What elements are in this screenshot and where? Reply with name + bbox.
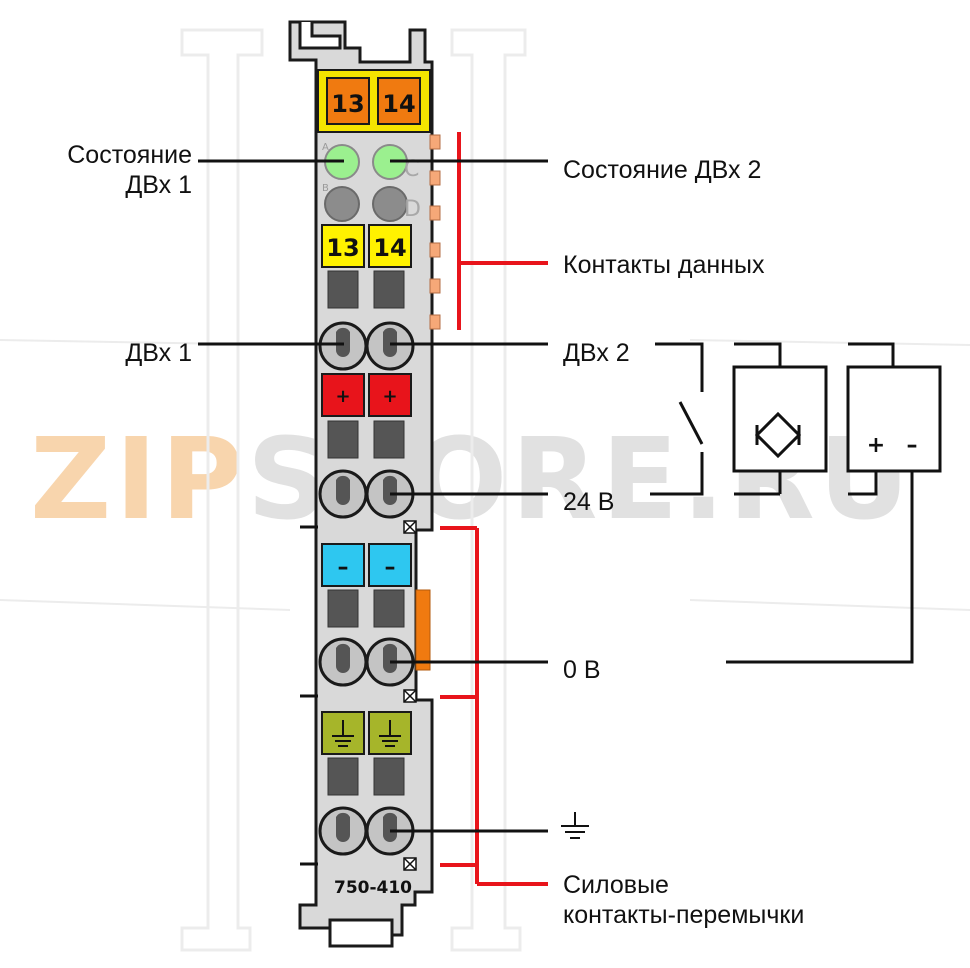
clamp-24v-2-hole [383,475,397,505]
supply-plus-text: + [867,433,885,458]
release-tab-2a [327,420,359,459]
io-module: 13 14 A B C D 13 14 [288,20,441,948]
label-di2: ДВх 2 [563,339,630,367]
data-contacts-bracket [457,132,548,330]
led-letter-a: A [322,142,329,153]
top-marker-13-text: 13 [331,90,364,118]
led-b [324,186,360,222]
top-marker-13 [326,77,370,125]
external-wiring [650,342,942,664]
module-model-number: 750-410 [334,878,412,898]
minus-marker-1-text: – [338,555,349,580]
led-d [372,186,408,222]
data-contacts [429,134,441,330]
label-status-di1: Состояние ДВх 1 [67,141,192,199]
supply-minus-text: – [907,433,918,458]
ground-icon [332,720,401,747]
clamp-di2-hole [383,327,397,357]
minus-marker-2 [368,543,412,587]
clamp-0v-1-hole [336,643,350,673]
release-tab-3a [327,589,359,628]
release-tab-4a [327,757,359,796]
clamp-pe-2-hole [383,812,397,842]
label-di1: ДВх 1 [125,339,192,367]
release-tab-2b [373,420,405,459]
clamp-24v-1-hole [336,475,350,505]
ground-symbol-icon [561,812,589,839]
x-tab-2 [403,689,417,703]
label-status-di2: Состояние ДВх 2 [563,156,762,184]
di-marker-14 [368,224,412,268]
plus-marker-2 [368,373,412,417]
label-power-jumpers: Силовые контакты-перемычки [563,871,805,929]
clamp-di1-hole [336,327,350,357]
plus-marker-2-text: + [382,386,397,407]
ghost-rails [180,28,527,952]
led-letter-c: C [404,157,419,182]
plus-marker-1 [321,373,365,417]
top-marker-14-text: 14 [382,90,415,118]
clamp-0v-2-hole [383,643,397,673]
release-tab-1b [373,270,405,309]
di-marker-13-text: 13 [326,234,359,262]
label-data-contacts: Контакты данных [563,251,765,279]
di-marker-13 [321,224,365,268]
release-tab-4b [373,757,405,796]
module-bottom-clip [328,918,394,948]
minus-marker-1 [321,543,365,587]
led-letter-b: B [322,183,329,194]
release-tab-1a [327,270,359,309]
power-contact-orange [415,589,431,671]
release-tab-3b [373,589,405,628]
led-letter-d: D [404,197,421,222]
x-tab-1 [403,520,417,534]
x-tab-3 [403,857,417,871]
plus-marker-1-text: + [335,386,350,407]
label-0v: 0 В [563,656,601,684]
callout-lines [198,159,548,833]
module-top-clip [298,22,342,50]
label-24v: 24 В [563,488,615,516]
top-marker-14 [377,77,421,125]
power-jumpers-bracket [440,526,548,886]
clamp-pe-1-hole [336,812,350,842]
minus-marker-2-text: – [385,555,396,580]
di-marker-14-text: 14 [373,234,406,262]
